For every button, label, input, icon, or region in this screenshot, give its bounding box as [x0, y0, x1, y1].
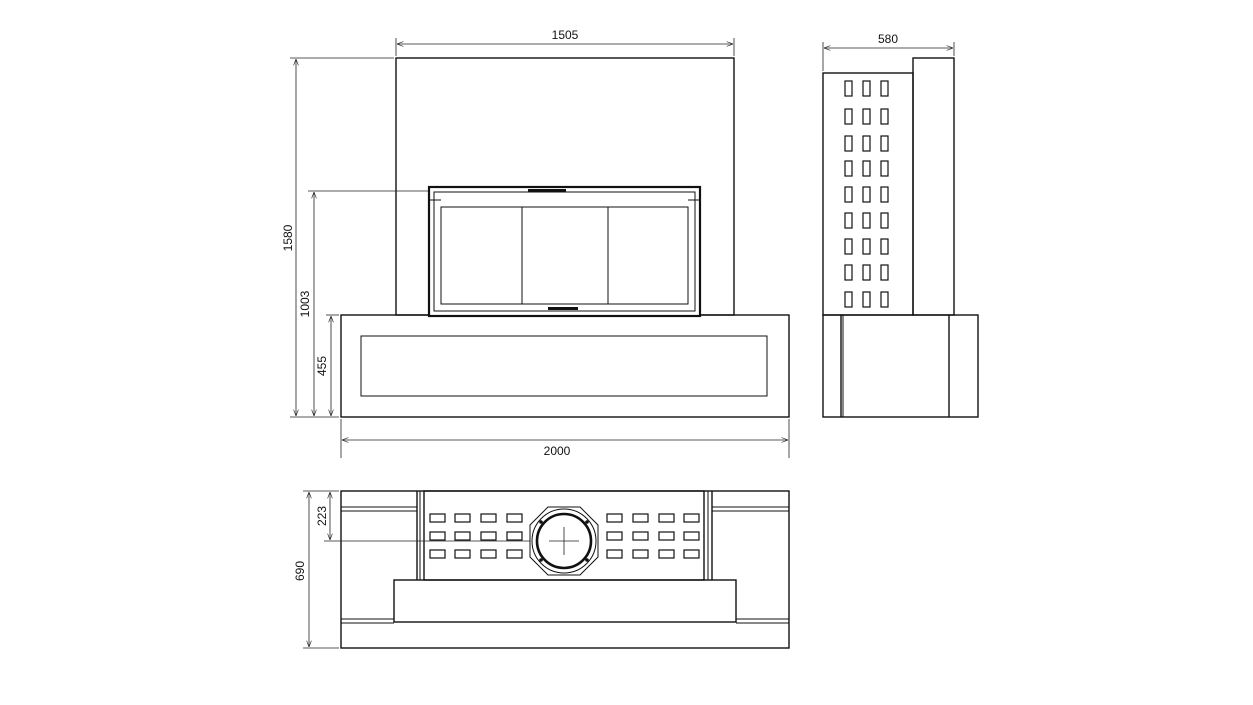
- plan-vent-slot: [454, 549, 471, 559]
- side-vent-slot: [880, 212, 889, 229]
- side-vent-slot: [862, 238, 871, 255]
- dim-690-label: 690: [293, 561, 307, 581]
- side-vent-slot: [844, 291, 853, 308]
- dim-1505-label: 1505: [552, 28, 579, 42]
- base-block: [340, 314, 790, 418]
- firebox-handle-top: [528, 189, 566, 192]
- side-vent-slot: [844, 135, 853, 152]
- plan-dimensions: 690 223: [293, 490, 530, 649]
- side-vent-slot: [844, 264, 853, 281]
- plan-vent-slot: [454, 531, 471, 541]
- side-vent-slot: [880, 291, 889, 308]
- plan-vent-slot: [606, 513, 623, 523]
- side-view: [822, 57, 979, 418]
- plan-vent-slot: [429, 531, 446, 541]
- side-vent-slot: [844, 238, 853, 255]
- plan-view: [340, 490, 790, 649]
- plan-vent-slot: [429, 513, 446, 523]
- plan-vent-slot: [658, 513, 675, 523]
- side-vent-slot: [862, 108, 871, 125]
- front-dimensions: 1505 1580 1003 455 2000: [281, 28, 790, 458]
- side-vent-slot: [880, 186, 889, 203]
- side-back-panel: [912, 57, 955, 316]
- dim-223-label: 223: [315, 506, 329, 526]
- base-recess: [360, 335, 768, 397]
- side-vent-slot: [862, 264, 871, 281]
- side-vent-slot: [844, 212, 853, 229]
- side-vent-slot: [880, 238, 889, 255]
- plan-vent-slot: [480, 513, 497, 523]
- dim-455-label: 455: [315, 356, 329, 376]
- side-vent-slot: [880, 135, 889, 152]
- side-vent-slot: [862, 80, 871, 97]
- plan-hearth-front: [393, 579, 737, 623]
- plan-vent-slot: [658, 549, 675, 559]
- flue-collar-octagon: [529, 506, 599, 576]
- plan-vent-slot: [506, 549, 523, 559]
- flue-pipe: [535, 512, 593, 570]
- firebox-handle-bottom: [548, 307, 578, 310]
- plan-vent-slot: [606, 531, 623, 541]
- side-vent-slot: [862, 212, 871, 229]
- side-dimensions: 580: [822, 32, 955, 71]
- plan-vent-slot: [658, 531, 675, 541]
- plan-vent-slot: [480, 531, 497, 541]
- side-vent-slot: [844, 80, 853, 97]
- firebox-glass: [440, 206, 689, 305]
- plan-vent-slot: [632, 531, 649, 541]
- dim-2000-label: 2000: [544, 444, 571, 458]
- plan-vent-slot: [683, 549, 700, 559]
- plan-vent-slot: [606, 549, 623, 559]
- side-vent-slot: [862, 160, 871, 177]
- plan-vent-slot: [632, 513, 649, 523]
- side-vent-slot: [880, 264, 889, 281]
- side-vent-slot: [844, 186, 853, 203]
- dim-580-label: 580: [878, 32, 898, 46]
- plan-vent-slot: [506, 513, 523, 523]
- plan-vent-slot: [683, 531, 700, 541]
- plan-vent-slot: [506, 531, 523, 541]
- side-base: [822, 314, 979, 418]
- dim-1580-label: 1580: [281, 224, 295, 251]
- plan-vent-grid: [429, 513, 700, 559]
- side-vent-slot: [880, 80, 889, 97]
- plan-vent-slot: [454, 513, 471, 523]
- plan-vent-slot: [429, 549, 446, 559]
- side-vent-grid: [844, 80, 889, 308]
- plan-vent-slot: [480, 549, 497, 559]
- side-vent-slot: [844, 108, 853, 125]
- dim-1003-label: 1003: [298, 290, 312, 317]
- side-vent-slot: [862, 291, 871, 308]
- side-vent-slot: [844, 160, 853, 177]
- front-view: [340, 57, 790, 418]
- side-vent-slot: [862, 135, 871, 152]
- plan-vent-slot: [632, 549, 649, 559]
- side-vent-slot: [880, 108, 889, 125]
- firebox-frame: [427, 185, 702, 318]
- side-vent-slot: [880, 160, 889, 177]
- side-vent-slot: [862, 186, 871, 203]
- plan-vent-slot: [683, 513, 700, 523]
